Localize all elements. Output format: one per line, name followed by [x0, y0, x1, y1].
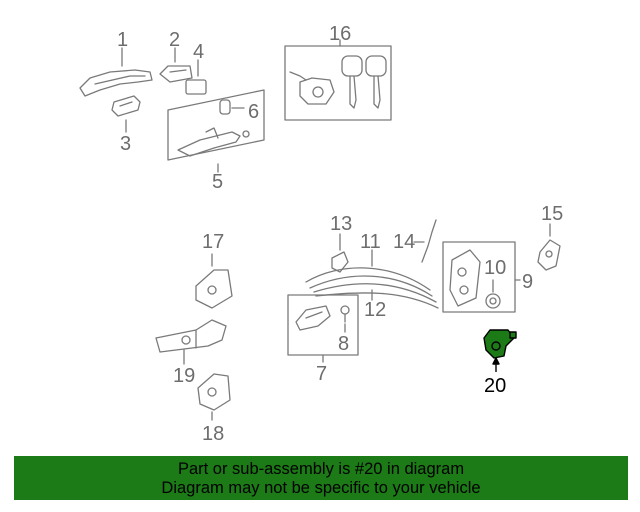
part-1-outer-handle [79, 69, 153, 97]
part-11-12-cables [305, 267, 439, 309]
callout-1: 1 [117, 29, 129, 51]
part-4-pad [185, 79, 207, 95]
callout-14: 14 [393, 231, 416, 253]
callout-19: 19 [173, 365, 196, 387]
callout-13: 13 [330, 213, 353, 235]
callout-3: 3 [120, 133, 132, 155]
banner-line-1: Part or sub-assembly is #20 in diagram [177, 460, 465, 478]
callout-12: 12 [364, 299, 387, 321]
callout-7: 7 [316, 363, 328, 385]
callout-4: 4 [193, 41, 205, 63]
callout-20-highlighted: 20 [484, 375, 507, 397]
part-20-highlighted [483, 329, 517, 372]
part-15-striker [537, 239, 561, 271]
callout-17: 17 [202, 231, 225, 253]
callout-8: 8 [338, 333, 350, 355]
callout-5: 5 [212, 171, 224, 193]
callout-11: 11 [360, 231, 381, 253]
part-16-cylinder-and-keys [289, 55, 387, 109]
callout-15: 15 [541, 203, 564, 225]
callout-6: 6 [248, 101, 260, 123]
part-6-screw [219, 99, 245, 115]
callout-9: 9 [522, 271, 534, 293]
part-9-latch [449, 249, 481, 307]
part-17-check-bracket [195, 269, 233, 309]
banner-line-2: Diagram may not be specific to your vehi… [161, 479, 481, 497]
callout-16: 16 [329, 23, 352, 45]
part-5-frame [167, 89, 265, 161]
callout-18: 18 [202, 423, 225, 445]
parts-diagram [79, 39, 561, 421]
callout-10: 10 [484, 257, 507, 279]
part-18-hinge [197, 373, 231, 411]
part-16-frame [284, 45, 392, 121]
part-7-inner-handle [295, 305, 331, 331]
part-19-door-check [155, 319, 227, 353]
part-10-grommet [485, 293, 501, 309]
callout-2: 2 [169, 29, 181, 51]
part-13-clip [331, 251, 349, 273]
part-3-bezel [111, 95, 141, 117]
part-2-handle-cover [159, 65, 193, 83]
part-8-screw [340, 305, 350, 323]
part-9-frame [442, 241, 516, 313]
part-5-handle-base [177, 127, 250, 157]
info-banner: Part or sub-assembly is #20 in diagram D… [14, 456, 628, 500]
part-14-rod [421, 219, 437, 263]
